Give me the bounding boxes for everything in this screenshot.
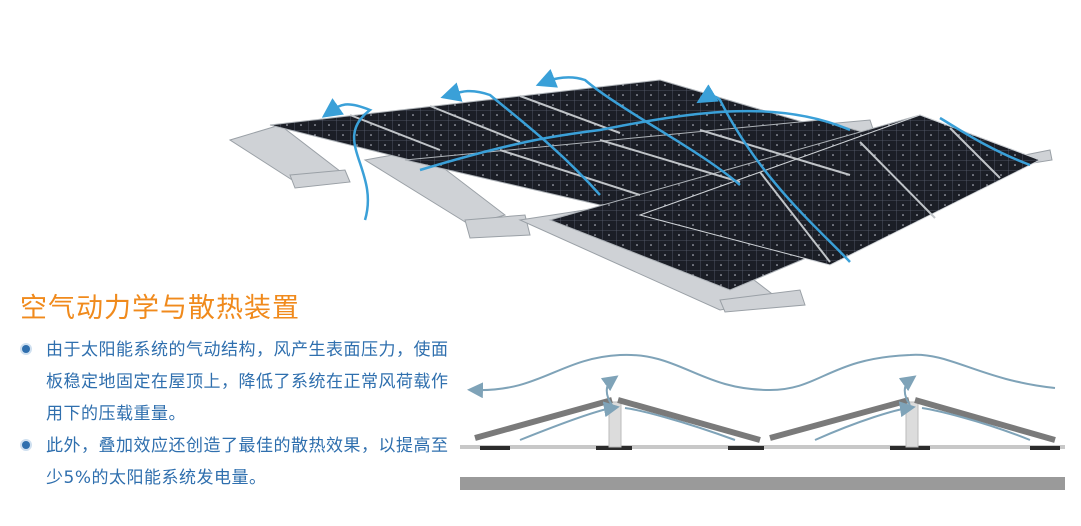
bullet-text: 此外，叠加效应还创造了最佳的散热效果，以提高至少5%的太阳能系统发电量。 (46, 436, 449, 488)
list-item: 此外，叠加效应还创造了最佳的散热效果，以提高至少5%的太阳能系统发电量。 (20, 430, 460, 494)
frame-left (474, 397, 761, 448)
airflow-diagram (460, 353, 1065, 490)
section-title: 空气动力学与散热装置 (20, 293, 300, 324)
list-item: 由于太阳能系统的气动结构，风产生表面压力，使面板稳定地固定在屋顶上，降低了系统在… (20, 334, 460, 430)
bullet-icon (22, 345, 30, 353)
bullet-icon (22, 441, 30, 449)
frame-right (769, 397, 1056, 448)
solar-array-3d (228, 69, 1053, 313)
feature-list: 由于太阳能系统的气动结构，风产生表面压力，使面板稳定地固定在屋顶上，降低了系统在… (20, 334, 460, 494)
bullet-text: 由于太阳能系统的气动结构，风产生表面压力，使面板稳定地固定在屋顶上，降低了系统在… (46, 340, 449, 424)
